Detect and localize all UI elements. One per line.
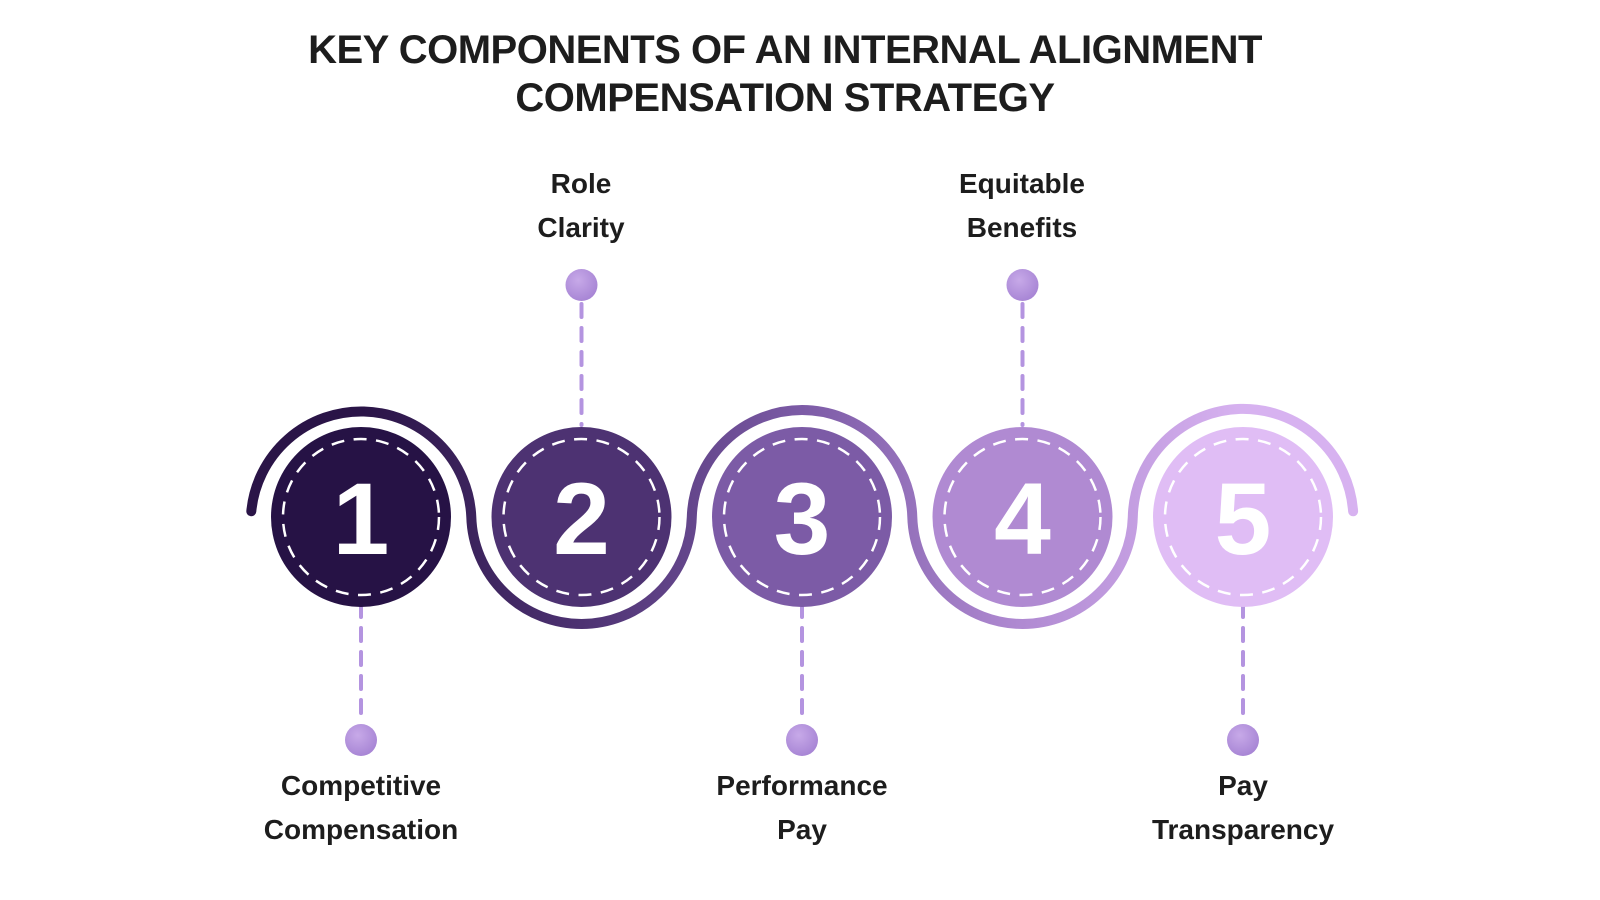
step-2-label: Role Clarity: [421, 162, 741, 250]
step-4-connector-dot: [1006, 269, 1039, 301]
step-4-circle: [932, 427, 1113, 607]
step-4-label-line-1: Equitable: [958, 168, 1085, 199]
step-1-label-line-2: Compensation: [263, 814, 459, 845]
step-3-connector-dot: [786, 724, 818, 756]
step-5-label-line-1: Pay: [1218, 770, 1268, 801]
step-1-label-line-1: Competitive: [280, 770, 442, 801]
step-4-label-line-2: Benefits: [966, 212, 1078, 243]
step-5-connector-dot: [1227, 724, 1259, 756]
step-5-connector-group: [1227, 602, 1259, 756]
step-2-connector-dot: [565, 269, 598, 301]
step-5-circle: [1153, 427, 1333, 607]
step-1-label: Competitive Compensation: [201, 764, 521, 852]
page-title-line-1: KEY COMPONENTS OF AN INTERNAL ALIGNMENT: [308, 28, 1262, 72]
step-3-circle: [712, 427, 892, 607]
step-2-label-line-1: Role: [550, 168, 612, 199]
step-3-label-line-2: Pay: [777, 814, 827, 845]
serpentine-path: [246, 403, 1359, 629]
step-3-connector-group: [786, 602, 818, 756]
step-5-dashed-ring: [1163, 437, 1323, 597]
step-2-circle: [491, 427, 672, 607]
step-1-connector-group: [345, 602, 377, 756]
step-3-circle-group: 3: [712, 427, 892, 607]
step-5-circle-group: 5: [1153, 427, 1333, 607]
step-2-dashed-ring: [502, 437, 661, 597]
step-3-dashed-ring: [722, 437, 882, 597]
step-2-connector-group: [565, 269, 598, 427]
step-1-connector-dot: [345, 724, 377, 756]
step-5-label: Pay Transparency: [1083, 764, 1403, 852]
step-5-label-line-2: Transparency: [1151, 814, 1335, 845]
step-3-number: 3: [774, 462, 831, 576]
step-3-label-line-1: Performance: [716, 770, 888, 801]
step-1-number: 1: [333, 462, 390, 576]
step-3-label: Performance Pay: [642, 764, 962, 852]
page-title: KEY COMPONENTS OF AN INTERNAL ALIGNMENT …: [185, 26, 1385, 122]
step-4-number: 4: [994, 462, 1051, 576]
step-4-dashed-ring: [943, 437, 1102, 597]
step-4-circle-group: 4: [932, 427, 1113, 607]
step-4-label: Equitable Benefits: [862, 162, 1182, 250]
step-5-number: 5: [1215, 462, 1272, 576]
step-2-number: 2: [553, 462, 610, 576]
step-1-circle-group: 1: [271, 427, 451, 607]
page-title-line-2: COMPENSATION STRATEGY: [515, 76, 1055, 120]
step-2-circle-group: 2: [491, 427, 672, 607]
step-4-connector-group: [1006, 269, 1039, 427]
step-1-dashed-ring: [281, 437, 441, 597]
step-2-label-line-2: Clarity: [537, 212, 625, 243]
step-1-circle: [271, 427, 451, 607]
